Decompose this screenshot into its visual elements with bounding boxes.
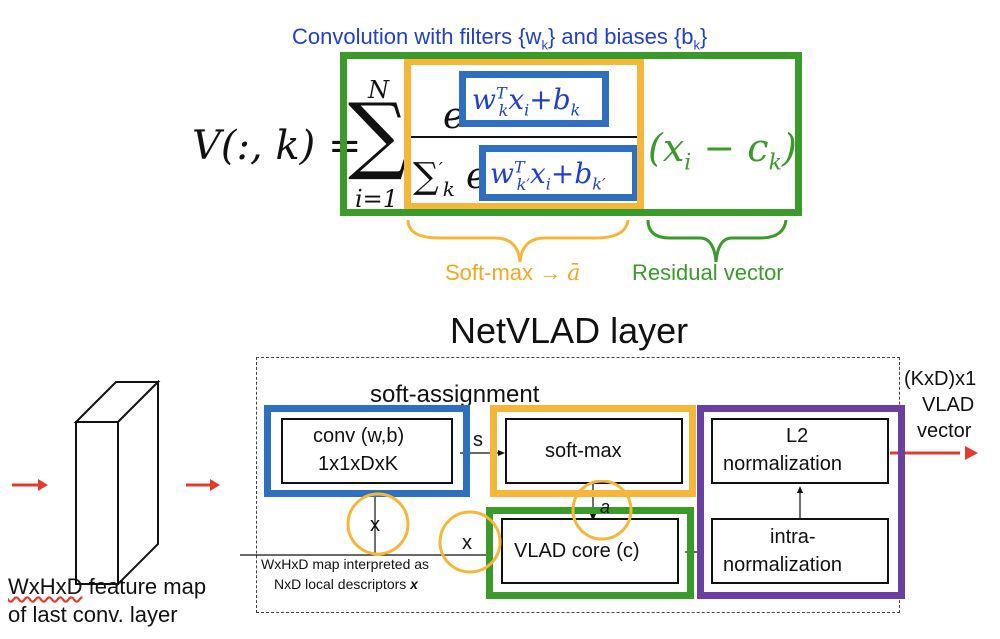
numerator-e: e: [443, 96, 465, 137]
equation-lhs: V(:, k) =: [192, 123, 362, 169]
softmax-box-label: soft-max: [545, 440, 622, 462]
output-label-line1: (KxD)x1: [904, 368, 977, 390]
x-input-circles: [346, 480, 633, 574]
l2-label-line2: normalization: [723, 453, 842, 475]
interpretation-line1: WxHxD map interpreted as: [261, 556, 430, 572]
equation-braces: [406, 219, 788, 263]
vlad-core-label: VLAD core (c): [514, 540, 640, 562]
sum-lower-limit: i=1: [355, 185, 399, 213]
l2-normalization-box: [711, 418, 889, 484]
denominator-sum: ∑′k: [413, 156, 455, 202]
fraction-bar: [410, 136, 638, 138]
vlad-core-highlight: [486, 507, 694, 599]
residual-term: (xi − ck): [648, 126, 797, 176]
equation-highlight: [340, 52, 802, 216]
output-label-line2: VLAD: [922, 394, 975, 416]
residual-vector-label: Residual vector: [632, 260, 784, 285]
feature-map-label-line1: WxHxD feature map: [8, 574, 207, 599]
intra-label-line2: normalization: [723, 554, 842, 576]
denominator-exponent: wTk′xi+bk′: [490, 157, 606, 194]
a-label: a: [600, 497, 611, 517]
l2-label-line1: L2: [786, 425, 809, 447]
normalization-group-highlight: [697, 405, 905, 599]
conv-box: [281, 418, 453, 484]
conv-box-highlight: [264, 405, 470, 497]
sum-upper-limit: N: [368, 76, 389, 104]
softmax-label: Soft-max → ā: [445, 260, 581, 286]
s-label: s: [473, 429, 483, 451]
x-label-1: x: [370, 514, 380, 536]
equation-caption: Convolution with filters {wk} and biases…: [292, 24, 708, 53]
soft-assignment-label: soft-assignment: [370, 381, 540, 408]
softmax-term-highlight: [404, 58, 644, 210]
diagram-connectors: [240, 446, 978, 556]
denominator-exponent-box: [479, 145, 639, 201]
interpretation-line2: NxD local descriptors x: [274, 576, 418, 592]
intra-label-line1: intra-: [770, 526, 816, 548]
vlad-core-box: [501, 518, 679, 584]
intra-normalization-box: [711, 518, 889, 584]
numerator-exponent: wTkxi+bk: [472, 83, 581, 120]
numerator-exponent-box: [459, 71, 609, 127]
softmax-box-highlight: [490, 405, 696, 497]
input-arrows: [12, 479, 220, 491]
softmax-box: [505, 418, 683, 484]
netvlad-title: NetVLAD layer: [450, 310, 689, 351]
summation-symbol: ∑: [348, 85, 408, 183]
feature-map-label-line2: of last conv. layer: [8, 602, 178, 627]
conv-label-line2: 1x1xDxK: [318, 453, 399, 475]
feature-map-block: [73, 379, 161, 587]
x-label-2: x: [462, 532, 472, 554]
output-label-line3: vector: [917, 420, 972, 442]
conv-label-line1: conv (w,b): [313, 425, 405, 447]
